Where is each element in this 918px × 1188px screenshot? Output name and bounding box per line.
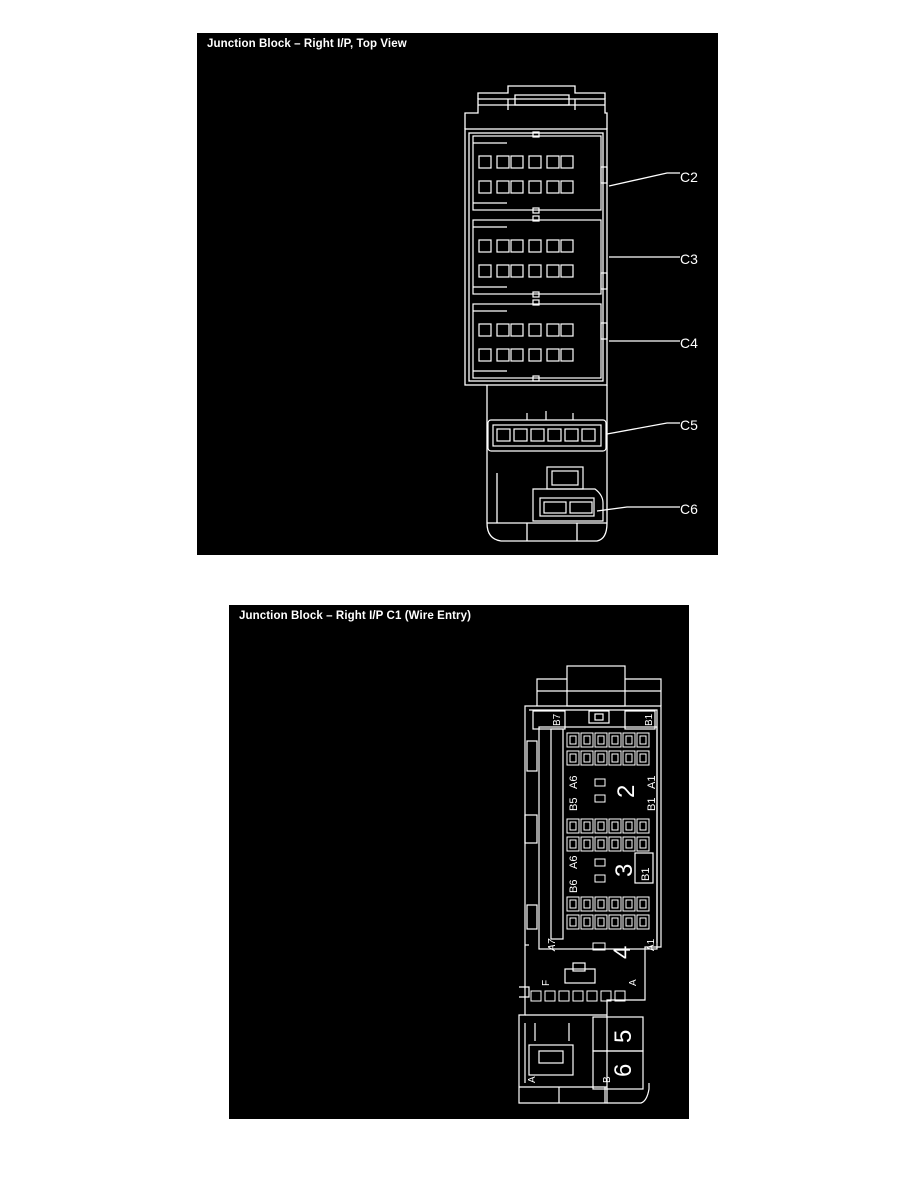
- upper-housing-outline: [464, 128, 608, 386]
- cavity-label-a6-upper: A6: [568, 776, 580, 789]
- c1-pin-cavities: [566, 732, 650, 930]
- section-number-3: 3: [611, 864, 638, 877]
- cavity-label-a1-lower: A1: [646, 938, 657, 951]
- section-number-6: 6: [610, 1064, 637, 1077]
- cavity-label-b5: B5: [568, 798, 580, 811]
- section-marker-boxes: [592, 778, 606, 951]
- cavity-label-b7: B7: [552, 713, 563, 726]
- top-view-diagram-panel: Junction Block – Right I/P, Top View: [197, 33, 718, 555]
- cavity-label-b1-mid: B1: [646, 798, 658, 811]
- cavity-label-a-sec6: A: [527, 1076, 538, 1083]
- section-number-2: 2: [613, 785, 640, 798]
- junction-block-wire-entry-drawing: B7 B1 A6 A1 B5 B1 A6 B6 B1 A7 A1 F A A B…: [518, 665, 662, 1104]
- cavity-label-b6: B6: [568, 880, 580, 893]
- connector-c3-slot: [472, 215, 608, 298]
- label-c5: C5: [680, 417, 698, 433]
- label-c4: C4: [680, 335, 698, 351]
- label-c3: C3: [680, 251, 698, 267]
- connector-c5-slot: [487, 411, 607, 452]
- c1-lower-pin-row: [530, 990, 626, 1002]
- cavity-label-a7: A7: [547, 938, 558, 952]
- connector-c6-slot: [532, 466, 604, 522]
- junction-block-top-view-drawing: C2 C3 C4 C5 C6: [464, 85, 698, 542]
- label-c2: C2: [680, 169, 698, 185]
- wire-entry-diagram-panel: Junction Block – Right I/P C1 (Wire Entr…: [229, 605, 689, 1119]
- connector-c5-pin-cavities: [496, 428, 596, 442]
- top-view-title: Junction Block – Right I/P, Top View: [207, 38, 407, 50]
- section-number-5: 5: [610, 1030, 637, 1043]
- section-number-4: 4: [609, 946, 636, 959]
- callout-leaders: [596, 172, 680, 512]
- cavity-label-a6-lower: A6: [568, 856, 580, 869]
- cavity-label-b-sec6: B: [602, 1076, 613, 1083]
- cavity-label-b1-sec3: B1: [640, 868, 652, 881]
- cavity-label-a-sec4: A: [628, 979, 639, 986]
- wire-entry-title: Junction Block – Right I/P C1 (Wire Entr…: [239, 610, 471, 622]
- top-tab-outline: [477, 85, 606, 99]
- connector-c2-slot: [472, 131, 608, 214]
- cavity-label-f: F: [541, 980, 552, 986]
- label-c6: C6: [680, 501, 698, 517]
- connector-c4-slot: [472, 299, 608, 382]
- cavity-label-b1-top: B1: [644, 713, 655, 726]
- c1-housing-outline: [518, 705, 662, 1104]
- connector-pin-cavities: [478, 155, 574, 362]
- cavity-label-a1-upper: A1: [646, 776, 658, 789]
